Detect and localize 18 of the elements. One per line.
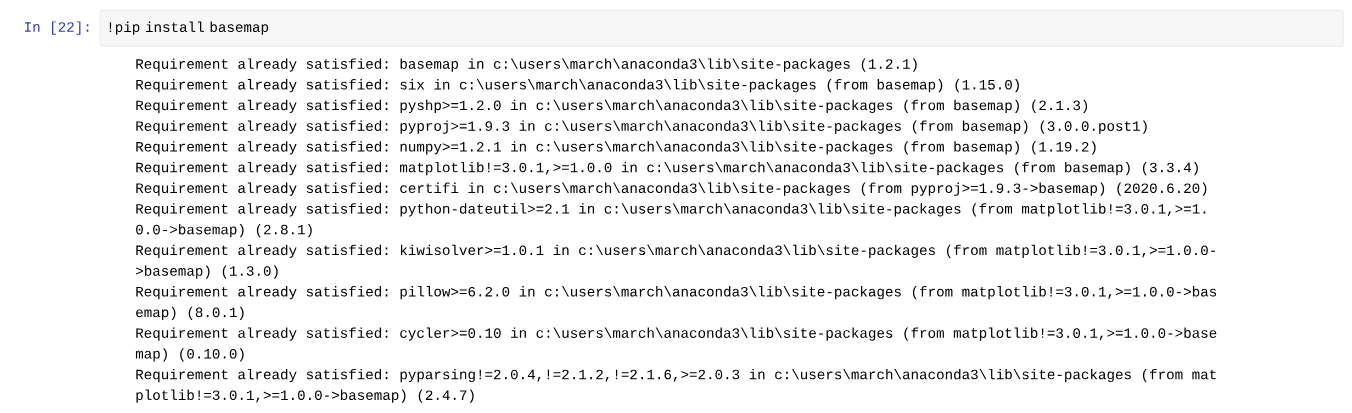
output-line: emap) (8.0.1)	[136, 306, 244, 321]
output-line: map) (0.10.0)	[135, 348, 244, 362]
output-line: Requirement already satisfied: pyproj>=1.9.3 in c:\users\march\anaconda3\lib\site-packages (from basemap) (3.0.0.post1)	[136, 120, 1147, 134]
output-line: Requirement already satisfied: pyshp>=1.2.0 in c:\users\march\anaconda3\lib\site-packages (from basemap) (2.1.3)	[136, 99, 1088, 114]
output-line: Requirement already satisfied: cycler>=0.10 in c:\users\march\anaconda3\lib\site-packages (from matplotlib!=3.0.1,>=1.0.0->base	[136, 327, 1217, 341]
output-line: Requirement already satisfied: matplotlib!=3.0.1,>=1.0.0 in c:\users\march\anaconda3\lib\site-packages (from basemap) (3.3.4)	[136, 161, 1198, 176]
output-line: Requirement already satisfied: python-dateutil>=2.1 in c:\users\march\anaconda3\lib\site-packages (from matplotlib!=3.0.1,>=1.	[136, 203, 1206, 217]
output-line: Requirement already satisfied: certifi in c:\users\march\anaconda3\lib\site-packages (from pyproj>=1.9.3->basemap) (2020.6.20)	[136, 182, 1207, 196]
output-line: Requirement already satisfied: pyparsing!=2.0.4,!=2.1.2,!=2.1.6,>=2.0.3 in c:\users\march\anaconda3\lib\site-packages (from mat	[136, 368, 1216, 383]
output-line: >basemap) (1.3.0)	[136, 265, 278, 279]
output-line: Requirement already satisfied: numpy>=1.2.1 in c:\users\march\anaconda3\lib\site-packages (from basemap) (1.19.2)	[136, 141, 1096, 155]
output-line: Requirement already satisfied: six in c:\users\march\anaconda3\lib\site-packages (from basemap) (1.15.0)	[136, 79, 1019, 93]
output-line: plotlib!=3.0.1,>=1.0.0->basemap) (2.4.7)	[136, 389, 474, 403]
output-line: Requirement already satisfied: kiwisolver>=1.0.1 in c:\users\march\anaconda3\lib\site-packages (from matplotlib!=3.0.1,>=1.0.0-	[136, 244, 1215, 258]
prompt-label: In [22]:	[25, 21, 89, 35]
code-cell: !pip install basemap	[100, 10, 1344, 47]
output-line: Requirement already satisfied: pillow>=6.2.0 in c:\users\march\anaconda3\lib\site-packages (from matplotlib!=3.0.1,>=1.0.0->bas	[136, 286, 1217, 300]
output-line: 0.0->basemap) (2.8.1)	[136, 224, 312, 238]
